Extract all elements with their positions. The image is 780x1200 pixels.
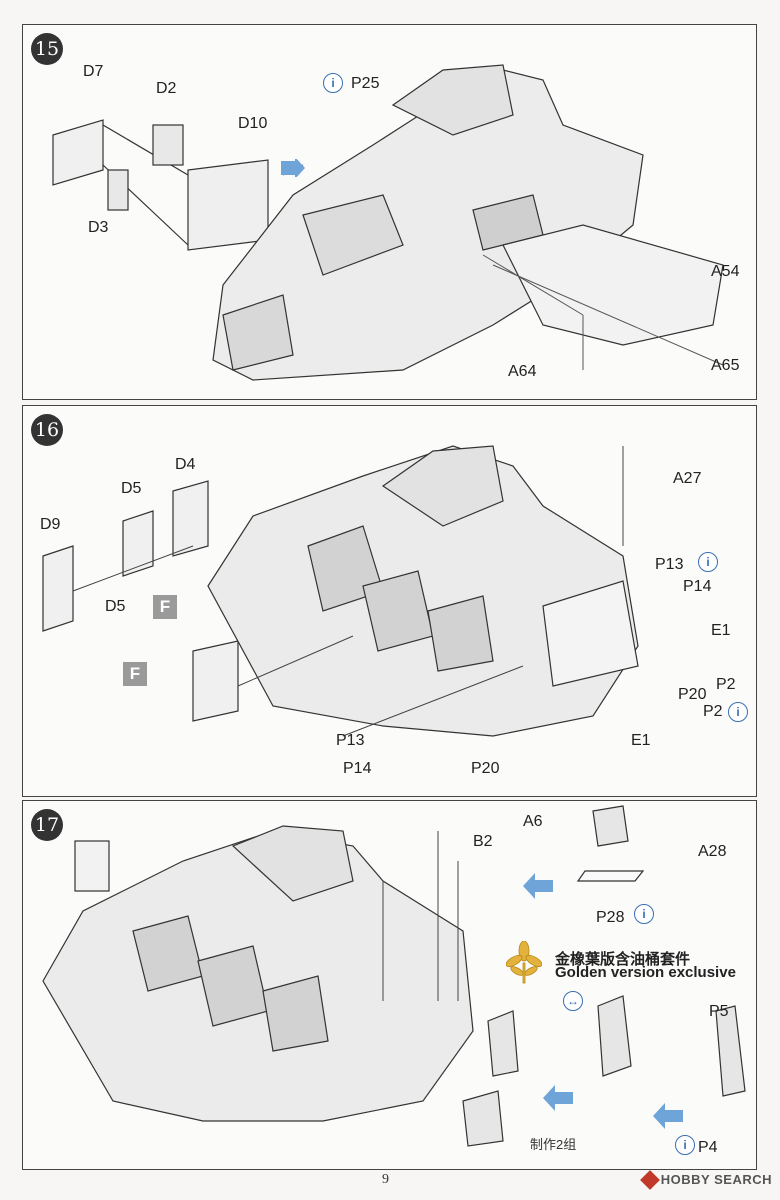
vehicle-drawing-15 [52, 64, 724, 381]
label-P20: P20 [471, 760, 500, 777]
label-A54: A54 [711, 263, 740, 280]
label-A65: A65 [711, 357, 740, 374]
label-D5: D5 [121, 480, 142, 497]
label-D9: D9 [40, 516, 61, 533]
label-D4: D4 [175, 456, 196, 473]
golden-version-cn: 金橡葉版含油桶套件 [555, 951, 691, 968]
watermark-text: HOBBY SEARCH [660, 1172, 772, 1187]
step-number: 16 [31, 414, 63, 446]
label-P5: P5 [709, 1003, 729, 1020]
info-icon: ↔ [563, 991, 583, 1011]
vehicle-drawing-16 [42, 445, 639, 737]
step-15-panel: 15 i D7 D2 D10 D3 P25 A54 [22, 24, 757, 400]
label-D2: D2 [156, 80, 177, 97]
step-17-panel: 17 [22, 800, 757, 1170]
label-A27: A27 [673, 470, 702, 487]
info-icon: i [728, 702, 748, 722]
label-B2: B2 [473, 833, 493, 850]
label-P4: P4 [698, 1139, 718, 1156]
step-16-panel: 16 F F i i D4 D5 D9 D5 A27 P13 P14 E1 P2 [22, 405, 757, 797]
label-E1: E1 [711, 622, 731, 639]
info-icon: i [323, 73, 343, 93]
label-P13: P13 [655, 556, 684, 573]
label-P20: P20 [678, 686, 707, 703]
label-A28: A28 [698, 843, 727, 860]
info-icon: i [698, 552, 718, 572]
label-P14: P14 [343, 760, 372, 777]
step-number: 17 [31, 809, 63, 841]
step-number: 15 [31, 33, 63, 65]
part-f-marker: F [153, 595, 177, 619]
label-D7: D7 [83, 63, 104, 80]
label-E1: E1 [631, 732, 651, 749]
part-f-marker: F [123, 662, 147, 686]
make-two-note: 制作2组 [530, 1137, 577, 1152]
info-icon: i [675, 1135, 695, 1155]
hobby-search-logo-icon [639, 1169, 660, 1190]
label-P14: P14 [683, 578, 712, 595]
label-A6: A6 [523, 813, 543, 830]
info-icon: i [634, 904, 654, 924]
label-P2: P2 [703, 703, 723, 720]
label-D10: D10 [238, 115, 268, 132]
blue-arrow-icon [281, 159, 305, 177]
label-D5: D5 [105, 598, 126, 615]
golden-leaf-icon [506, 941, 542, 984]
label-D3: D3 [88, 219, 109, 236]
label-A64: A64 [508, 363, 537, 380]
page-number: 9 [382, 1172, 389, 1187]
label-P13: P13 [336, 732, 365, 749]
label-P28: P28 [596, 909, 625, 926]
label-P25: P25 [351, 75, 380, 92]
watermark: HOBBY SEARCH [639, 1169, 772, 1190]
golden-version-en: Golden version exclusive [555, 964, 736, 981]
vehicle-drawing-17 [42, 805, 746, 1147]
label-P2: P2 [716, 676, 736, 693]
